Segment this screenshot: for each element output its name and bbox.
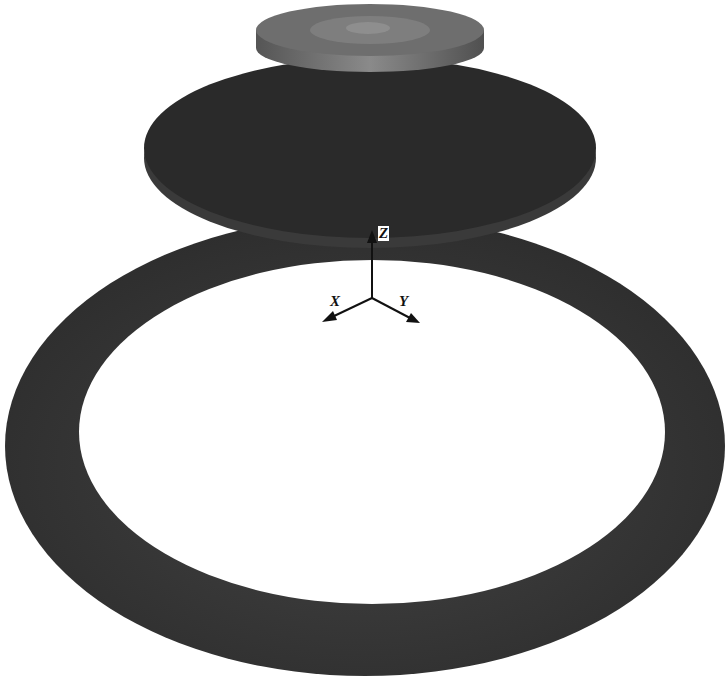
- coordinate-axes: [322, 230, 420, 323]
- axis-label: Z: [378, 226, 389, 241]
- rotor-hub: [256, 4, 484, 72]
- rotor-disk: [144, 58, 596, 248]
- axis-label: X: [329, 294, 341, 309]
- axis-label: Y: [398, 294, 409, 309]
- stator-ring: [5, 216, 725, 676]
